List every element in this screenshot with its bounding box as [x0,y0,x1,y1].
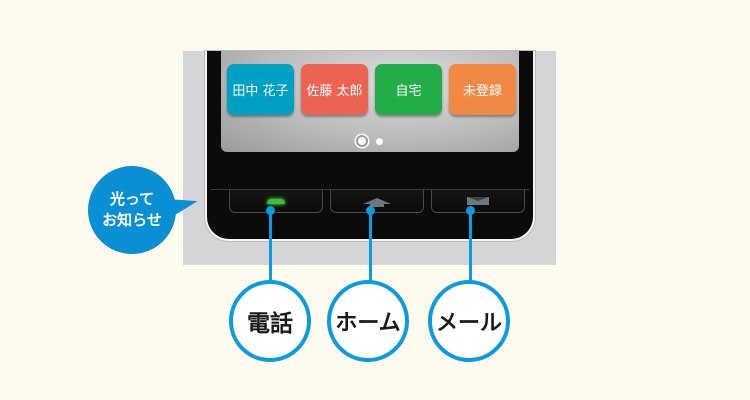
callout-line2: お知らせ [102,211,162,229]
connector-node [366,206,375,215]
mail-key[interactable] [431,190,525,213]
contact-label: 佐藤 太郎 [306,84,363,99]
contact-tile-home[interactable]: 自宅 [375,64,442,115]
label-mail: メール [428,280,510,362]
contact-label: 未登録 [462,84,502,99]
label-text: メール [435,311,502,336]
contact-tile-tanaka[interactable]: 田中 花子 [227,64,294,115]
notification-callout: 光ってお知らせ [88,166,176,254]
phone-key[interactable] [229,190,323,213]
connector-mail [469,209,472,281]
connector-node [266,206,275,215]
contact-label: 田中 花子 [232,84,289,99]
hardware-keys [211,189,529,218]
contact-label: 自宅 [395,84,422,99]
label-phone: 電話 [229,280,311,362]
phone-handset-icon [267,198,285,204]
phone-screen: 田中 花子 佐藤 太郎 自宅 未登録 [221,51,519,152]
label-text: ホーム [335,311,401,336]
home-key[interactable] [330,190,424,213]
callout-line1: 光って [109,190,155,208]
connector-phone [269,209,272,281]
contact-tiles: 田中 花子 佐藤 太郎 自宅 未登録 [227,64,516,115]
contact-tile-unregistered[interactable]: 未登録 [449,64,516,115]
page-dot-active[interactable] [357,137,366,145]
label-text: 電話 [247,311,293,337]
page-indicator [221,137,519,145]
page-dot[interactable] [375,137,383,145]
envelope-icon [467,197,489,205]
connector-node [466,206,475,215]
phone-body: 田中 花子 佐藤 太郎 自宅 未登録 [205,51,535,241]
connector-home [369,209,372,281]
label-home: ホーム [327,280,409,362]
home-arrow-icon [363,198,391,207]
contact-tile-sato[interactable]: 佐藤 太郎 [301,64,368,115]
